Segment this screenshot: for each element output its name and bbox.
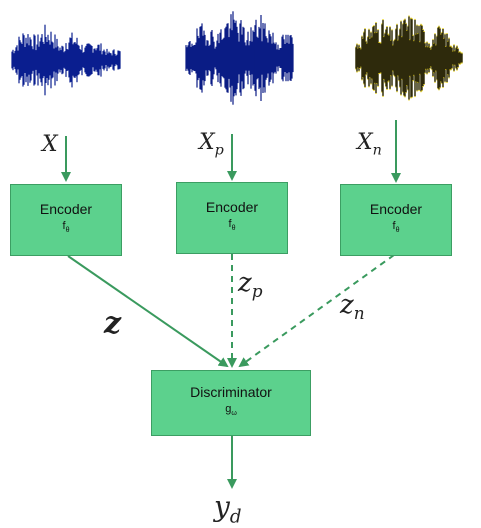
waveform-negative-audio xyxy=(355,15,463,101)
waveform-clean-audio xyxy=(11,24,121,96)
discriminator-function: gω xyxy=(225,403,237,418)
input-label-xn: Xn xyxy=(357,130,382,159)
arrow-zn-to-discriminator xyxy=(238,254,395,368)
encoder-box-3: Encoder fθ xyxy=(340,184,452,256)
waveform-positive-audio xyxy=(185,11,294,105)
encoder-title: Encoder xyxy=(369,201,423,218)
encoder-box-2: Encoder fθ xyxy=(176,182,288,254)
encoder-function: fθ xyxy=(392,220,400,235)
input-label-xp: Xp xyxy=(199,130,224,159)
embedding-label-zn: zn xyxy=(340,290,365,324)
discriminator-title: Discriminator xyxy=(190,384,272,401)
arrow-z-to-discriminator xyxy=(67,255,229,368)
discriminator-box: Discriminator gω xyxy=(151,370,311,436)
output-label-yd: yd xyxy=(214,490,242,528)
encoder-function: fθ xyxy=(62,220,70,235)
encoder-function: fθ xyxy=(228,218,236,233)
embedding-label-zp: zp xyxy=(238,268,263,302)
encoder-title: Encoder xyxy=(205,199,259,216)
encoder-title: Encoder xyxy=(39,201,93,218)
input-label-x: X xyxy=(42,132,58,157)
embedding-label-z: z xyxy=(104,306,122,341)
encoder-box-1: Encoder fθ xyxy=(10,184,122,256)
